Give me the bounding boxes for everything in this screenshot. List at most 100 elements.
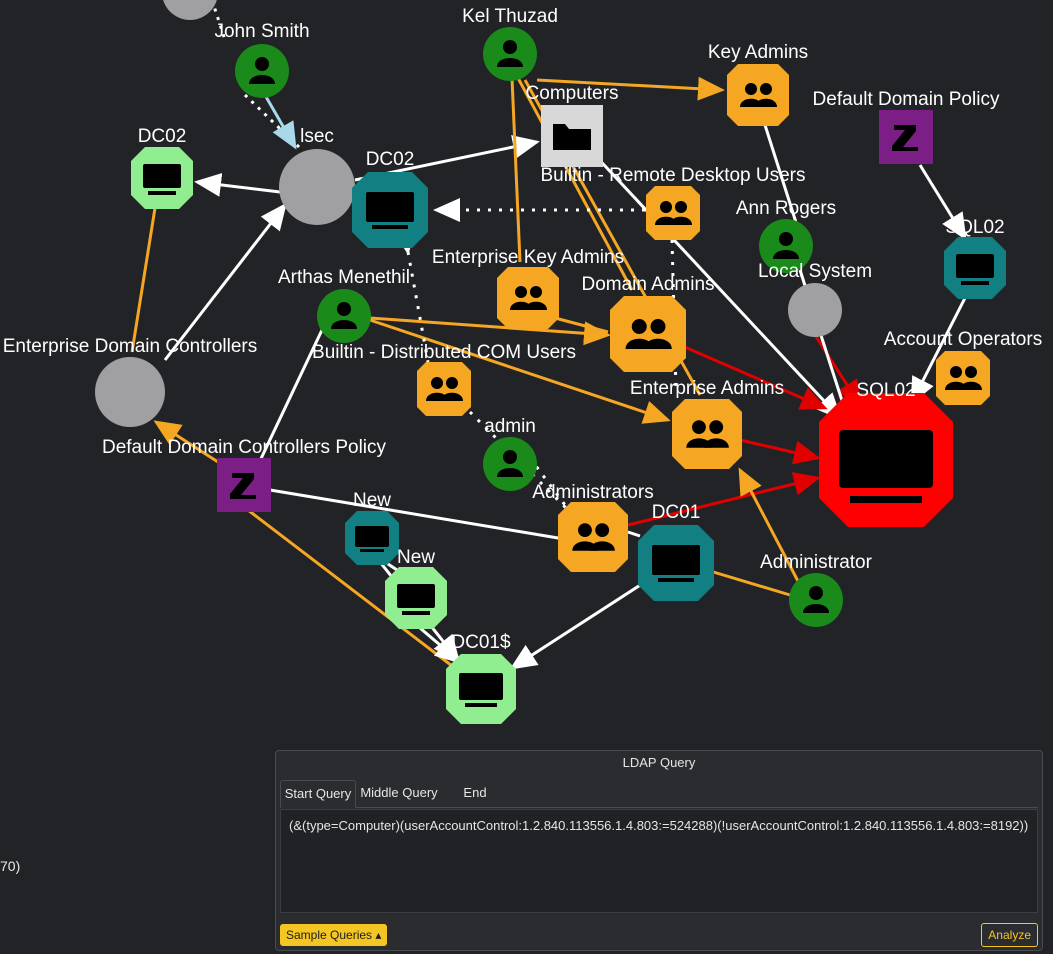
label-local-system: Local System [758, 261, 872, 282]
label-sql02-top: SQL02 [945, 217, 1004, 238]
node-dc02-left[interactable] [131, 147, 193, 209]
node-sql02-main[interactable] [819, 393, 953, 527]
node-ddcp[interactable] [217, 458, 271, 512]
edge [679, 343, 828, 410]
label-arthas: Arthas Menethil [278, 267, 410, 288]
edge [391, 226, 430, 363]
node-dc01[interactable] [638, 525, 714, 601]
node-builtin-dcom[interactable] [417, 362, 471, 416]
edge [536, 76, 725, 101]
node-administrator[interactable] [789, 573, 843, 627]
node-lsec[interactable] [279, 149, 355, 225]
node-key-admins[interactable] [727, 64, 789, 126]
edge [468, 410, 570, 512]
label-domain-admins: Domain Admins [581, 274, 714, 295]
edge [130, 207, 157, 353]
edge [510, 77, 522, 263]
edge [910, 297, 967, 405]
edge [263, 94, 297, 150]
edge [419, 626, 463, 664]
node-kel-thuzad[interactable] [483, 27, 537, 81]
label-dc01s: DC01$ [451, 632, 511, 653]
node-enterprise-dc[interactable] [95, 357, 165, 427]
gpo-icon [230, 473, 256, 499]
tab-middle-query[interactable]: Middle Query [360, 785, 438, 800]
side-text: 70) [0, 858, 21, 874]
ldap-tab-bar: Start Query Middle Query End Query [280, 777, 1038, 826]
node-dc01s[interactable] [446, 654, 516, 724]
node-arthas[interactable] [317, 289, 371, 343]
edge [516, 77, 634, 291]
edge [739, 438, 821, 465]
edge [369, 318, 671, 424]
edge [763, 124, 802, 236]
label-kel-thuzad: Kel Thuzad [462, 6, 558, 27]
edge [269, 488, 571, 542]
tab-start-query[interactable]: Start Query [280, 780, 356, 808]
node-administrators[interactable] [558, 502, 628, 572]
edge [627, 530, 641, 538]
label-dc02-left: DC02 [138, 126, 187, 147]
node-new-2[interactable] [385, 567, 447, 629]
edge [627, 472, 821, 527]
tab-end-query[interactable]: End Query [457, 785, 492, 826]
node-john-smith[interactable] [235, 44, 289, 98]
node-default-domain-policy[interactable] [879, 110, 933, 164]
label-ann-rogers: Ann Rogers [736, 198, 836, 219]
edge [918, 164, 967, 241]
label-john-smith: John Smith [214, 21, 309, 42]
edge [509, 580, 646, 670]
edge [194, 172, 281, 197]
edges [130, 0, 967, 674]
node-new-1[interactable] [345, 511, 399, 565]
analyze-button[interactable]: Analyze [981, 923, 1038, 947]
label-key-admins: Key Admins [708, 42, 808, 63]
edge [369, 316, 611, 346]
edge [738, 467, 802, 586]
edge [699, 566, 791, 597]
label-builtin-dcom: Builtin - Distributed COM Users [312, 342, 576, 363]
label-new-1: New [353, 490, 391, 511]
caret-up-icon: ▴ [375, 928, 382, 942]
label-dc01: DC01 [652, 502, 701, 523]
label-new-2: New [397, 547, 435, 568]
edge [163, 202, 287, 361]
label-dc02-center: DC02 [366, 149, 415, 170]
label-account-operators: Account Operators [884, 329, 1042, 350]
label-default-domain-policy: Default Domain Policy [813, 89, 1000, 110]
label-ddcp: Default Domain Controllers Policy [102, 437, 387, 458]
node-computers[interactable] [541, 105, 603, 167]
label-enterprise-dc: Enterprise Domain Controllers [3, 336, 258, 357]
node-builtin-rdu[interactable] [646, 186, 700, 240]
label-sql02-main: SQL02 [856, 380, 915, 401]
label-administrator: Administrator [760, 552, 873, 573]
node-admin[interactable] [483, 437, 537, 491]
ldap-panel-title: LDAP Query [622, 755, 696, 770]
label-enterprise-admins: Enterprise Admins [630, 378, 784, 399]
node-enterprise-key-admins[interactable] [497, 267, 559, 329]
label-computers: Computers [526, 83, 619, 104]
label-administrators: Administrators [532, 482, 653, 503]
node-ann-rogers[interactable] [759, 219, 813, 273]
edge [247, 508, 461, 674]
edge [590, 150, 843, 421]
ldap-query-panel: LDAP Query Start Query Middle Query End … [275, 750, 1043, 951]
folder-icon [553, 124, 591, 150]
edge [554, 316, 609, 334]
node-account-operators[interactable] [936, 351, 990, 405]
label-lsec: lsec [300, 126, 334, 147]
ldap-query-input[interactable]: (&(type=Computer)(userAccountControl:1.2… [280, 809, 1038, 913]
node-enterprise-admins[interactable] [672, 399, 742, 469]
node-dc02-center[interactable] [352, 172, 428, 248]
partial-node[interactable] [162, 0, 218, 20]
label-builtin-rdu: Builtin - Remote Desktop Users [540, 165, 805, 186]
node-domain-admins[interactable] [610, 296, 686, 372]
label-admin: admin [484, 416, 536, 437]
gpo-icon [892, 125, 918, 151]
sample-queries-button[interactable]: Sample Queries ▴ [280, 924, 388, 946]
node-sql02-top[interactable] [944, 237, 1006, 299]
node-local-system[interactable] [788, 283, 842, 337]
label-enterprise-key-admins: Enterprise Key Admins [432, 247, 624, 268]
edge [153, 420, 219, 464]
